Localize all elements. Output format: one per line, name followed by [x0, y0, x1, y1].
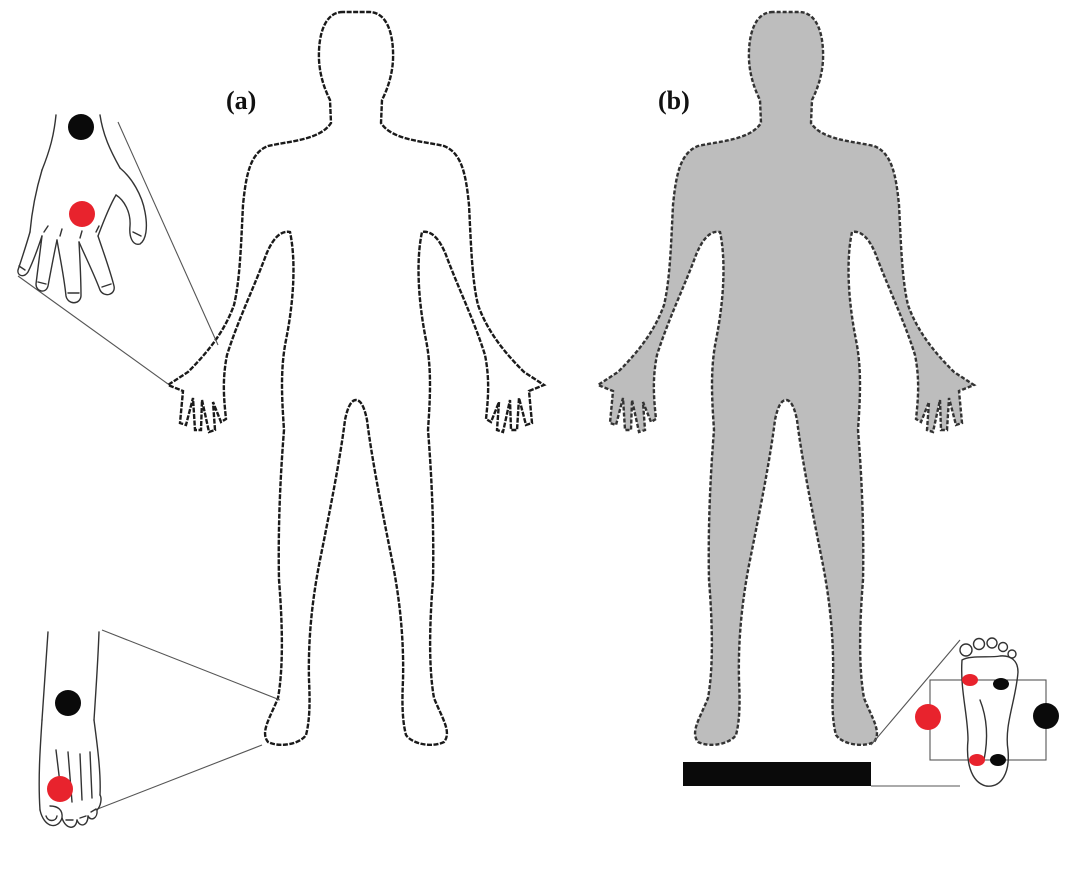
panel-label-a: (a): [226, 86, 257, 115]
sole-inset: [870, 637, 1059, 787]
electrode-black: [993, 678, 1009, 690]
panel-label-b: (b): [658, 86, 690, 115]
platform: [683, 762, 871, 786]
electrode-black: [68, 114, 94, 140]
body-outline-a: [166, 10, 546, 747]
electrode-red: [915, 704, 941, 730]
foot-sole-with-electrodes-icon: [959, 637, 1019, 787]
electrode-black: [990, 754, 1006, 766]
foot-with-electrodes-icon: [38, 631, 102, 828]
foot-inset: [38, 629, 281, 828]
electrode-red: [962, 674, 978, 686]
electrode-black: [55, 690, 81, 716]
body-silhouette-b: [596, 10, 976, 747]
electrode-red: [69, 201, 95, 227]
electrode-red: [47, 776, 73, 802]
electrode-red: [969, 754, 985, 766]
electrode-black: [1033, 703, 1059, 729]
hand-with-electrodes-icon: [17, 114, 148, 304]
hand-inset: [17, 114, 219, 385]
